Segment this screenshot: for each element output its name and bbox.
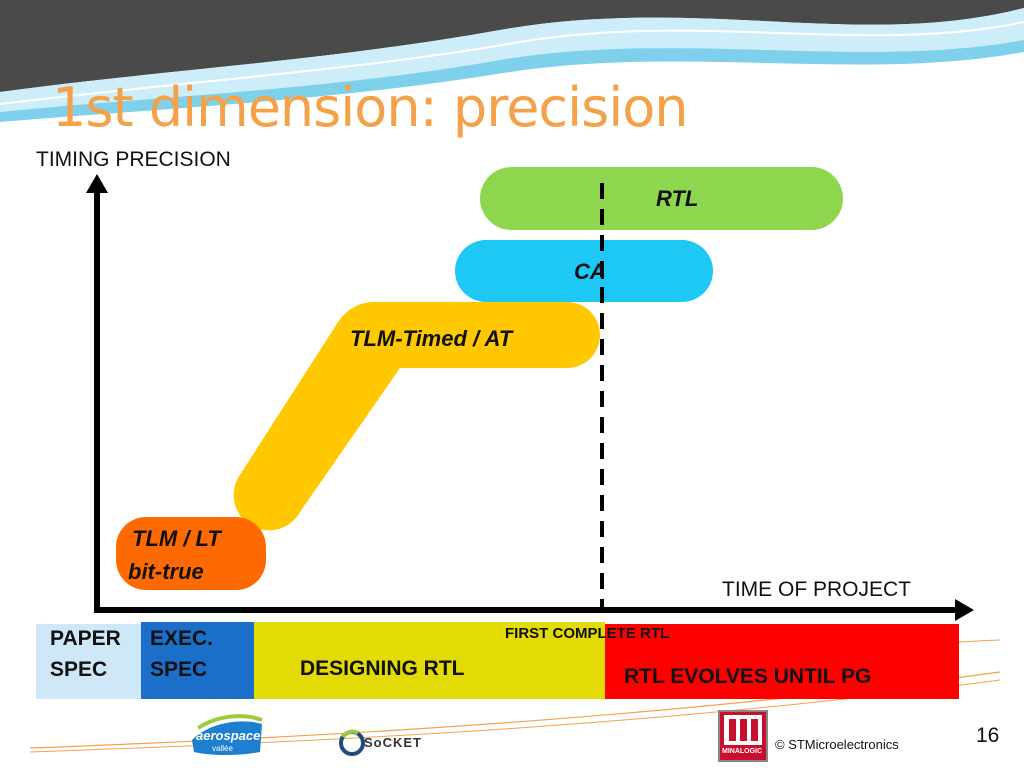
bit-true-label: bit-true (128, 559, 204, 584)
socket-logo-text: SoCKET (364, 735, 422, 750)
phase-rtl-evolves: RTL EVOLVES UNTIL PG (605, 624, 959, 699)
y-axis-label: TIMING PRECISION (36, 148, 231, 171)
phase-designing-rtl: DESIGNING RTL (254, 622, 605, 699)
designing-rtl-label: DESIGNING RTL (300, 657, 465, 680)
tlm-lt-pill (116, 517, 266, 590)
copyright-notice: © STMicroelectronics (775, 737, 899, 752)
socket-logo-ring (339, 729, 365, 756)
header-wave-decoration (0, 0, 1024, 122)
ca-pill (455, 240, 713, 302)
minalogic-logo-mark (724, 715, 762, 745)
x-axis-label: TIME OF PROJECT (722, 578, 911, 601)
aerospace-logo-text: aerospace (196, 728, 261, 743)
minalogic-logo: MINALOGIC (718, 710, 768, 762)
first-complete-rtl-label: FIRST COMPLETE RTL (505, 625, 670, 642)
aerospace-logo-graphic (192, 714, 263, 755)
tlm-timed-ribbon (233, 301, 600, 531)
phase-exec-spec: EXEC. SPEC (141, 622, 254, 699)
exec-spec-line2: SPEC (150, 658, 208, 681)
rtl-label: RTL (656, 186, 699, 211)
exec-spec-line1: EXEC. (150, 627, 214, 650)
socket-logo: SoCKET (338, 728, 442, 758)
ca-label: CA (574, 259, 606, 284)
aerospace-valley-logo: aerospace vallée (190, 712, 264, 758)
page-number: 16 (976, 724, 1000, 747)
paper-spec-line1: PAPER (50, 627, 121, 650)
rtl-evolves-label: RTL EVOLVES UNTIL PG (624, 665, 872, 688)
paper-spec-line2: SPEC (50, 658, 108, 681)
phase-paper-spec: PAPER SPEC (36, 624, 144, 699)
rtl-pill (480, 167, 843, 230)
y-axis-arrowhead (86, 174, 108, 193)
tlm-timed-label: TLM-Timed / AT (350, 326, 513, 351)
aerospace-logo-subtext: vallée (212, 744, 233, 753)
minalogic-logo-text: MINALOGIC (722, 748, 763, 755)
x-axis-arrowhead (955, 599, 974, 621)
slide-title: 1st dimension: precision (52, 76, 689, 139)
tlm-lt-label: TLM / LT (132, 526, 221, 551)
